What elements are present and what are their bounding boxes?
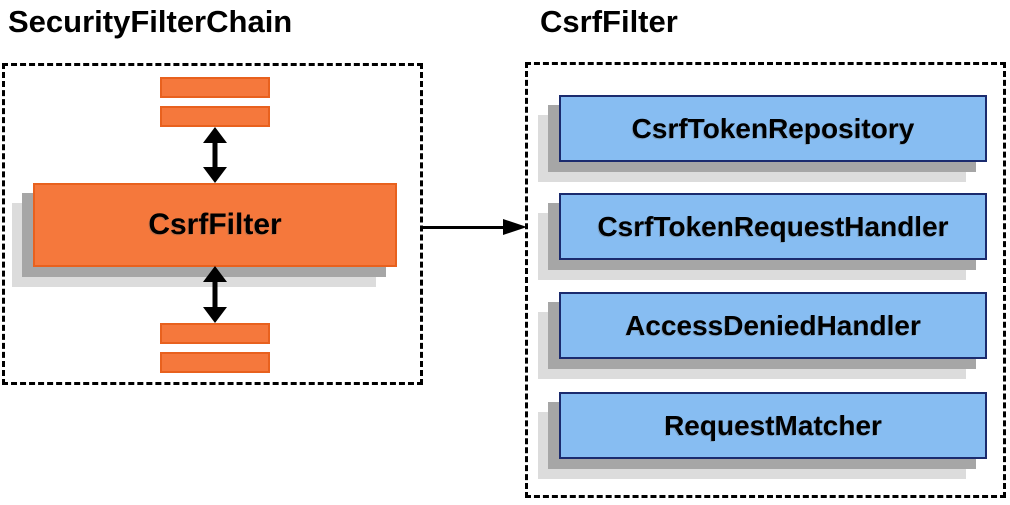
- filter-chain-bar-bottom-1: [160, 323, 270, 344]
- csrf-token-request-handler-node: CsrfTokenRequestHandler: [559, 193, 987, 260]
- csrf-token-repository-node: CsrfTokenRepository: [559, 95, 987, 162]
- filter-chain-bar-bottom-2: [160, 352, 270, 373]
- filter-chain-bar-top-1: [160, 77, 270, 98]
- csrf-filter-group-box: [525, 62, 1006, 498]
- arrowhead-up-icon: [203, 266, 227, 282]
- access-denied-handler-node: AccessDeniedHandler: [559, 292, 987, 359]
- csrf-filter-node: CsrfFilter: [33, 183, 397, 267]
- arrowhead-down-icon: [203, 167, 227, 183]
- arrow-shaft: [212, 140, 218, 170]
- arrow-shaft: [212, 279, 218, 310]
- csrf-filter-title: CsrfFilter: [540, 4, 678, 39]
- connector-arrowhead-icon: [503, 219, 527, 235]
- double-arrow-icon-bottom: [203, 266, 227, 323]
- security-filter-chain-group-box: [2, 63, 423, 385]
- request-matcher-node: RequestMatcher: [559, 392, 987, 459]
- arrowhead-down-icon: [203, 307, 227, 323]
- double-arrow-icon-top: [203, 127, 227, 183]
- filter-chain-bar-top-2: [160, 106, 270, 127]
- connector-shaft: [421, 226, 505, 229]
- arrowhead-up-icon: [203, 127, 227, 143]
- security-filter-chain-title: SecurityFilterChain: [8, 4, 293, 39]
